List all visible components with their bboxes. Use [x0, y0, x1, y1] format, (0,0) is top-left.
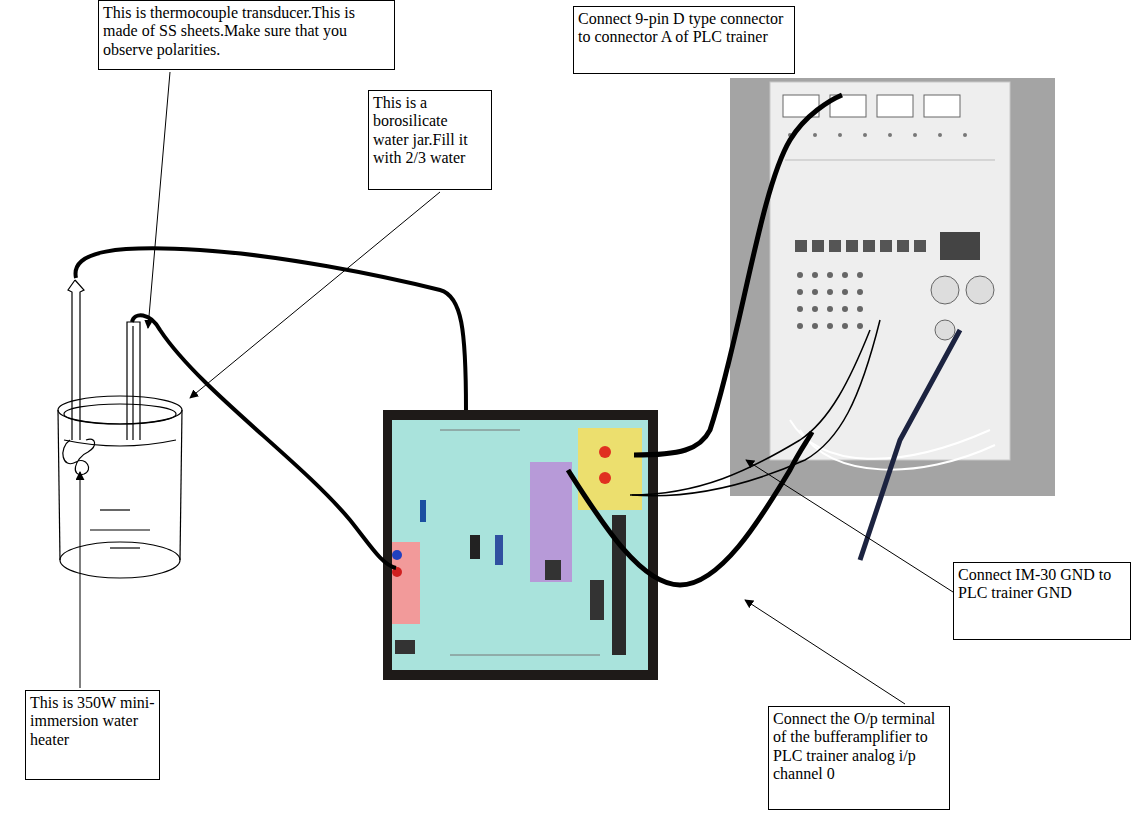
- callout-text: This is thermocouple transducer.This is …: [103, 4, 390, 59]
- callout-box: This is 350W mini-immersion water heater: [25, 690, 160, 780]
- leader-arrows: [80, 72, 953, 704]
- callout-text: This is a borosilicate water jar.Fill it…: [373, 94, 487, 168]
- callout-box: Connect 9-pin D type connector to connec…: [573, 6, 795, 74]
- callout-box: This is thermocouple transducer.This is …: [98, 0, 395, 70]
- callout-text: Connect the O/p terminal of the bufferam…: [773, 710, 945, 784]
- callout-text: This is 350W mini-immersion water heater: [30, 694, 155, 749]
- callout-box: Connect IM-30 GND to PLC trainer GND: [953, 562, 1131, 640]
- thermocouple-probe: [127, 322, 140, 440]
- callout-box: This is a borosilicate water jar.Fill it…: [368, 90, 492, 190]
- callout-text: Connect IM-30 GND to PLC trainer GND: [958, 566, 1126, 603]
- immersion-heater: [63, 280, 95, 475]
- water-jar: [58, 396, 182, 578]
- callout-text: Connect 9-pin D type connector to connec…: [578, 10, 790, 47]
- callout-box: Connect the O/p terminal of the bufferam…: [768, 706, 950, 810]
